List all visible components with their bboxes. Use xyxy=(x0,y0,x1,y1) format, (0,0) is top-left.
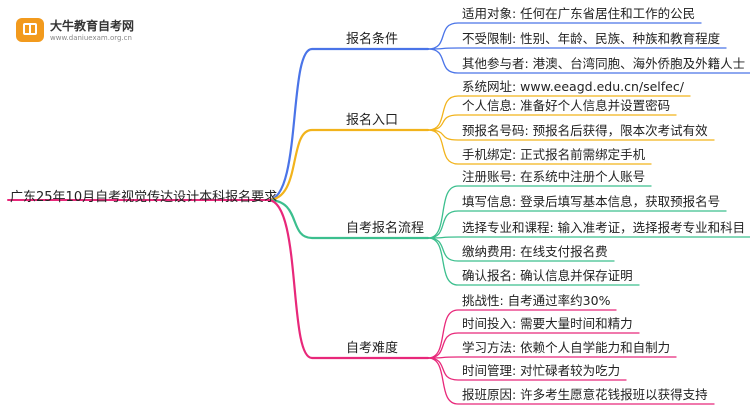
branch-exam-difficulty: 自考难度 xyxy=(346,341,399,356)
leaf-study-method: 学习方法: 依赖个人自学能力和自制力 xyxy=(462,340,671,355)
leaf-phone-binding: 手机绑定: 正式报名前需绑定手机 xyxy=(462,147,646,162)
book-icon xyxy=(16,18,44,42)
leaf-time-investment: 时间投入: 需要大量时间和精力 xyxy=(462,316,633,331)
leaf-connector-3-3 xyxy=(427,357,627,381)
root-topic: 广东25年10月自考视觉传达设计本科报名要求 xyxy=(10,190,278,205)
leaf-class-reason: 报班原因: 许多考生愿意花钱报班以获得支持 xyxy=(462,387,708,402)
leaf-eligible-applicants: 适用对象: 任何在广东省居住和工作的公民 xyxy=(462,6,696,21)
leaf-connector-2-4 xyxy=(427,237,640,286)
leaf-pre-registration-number: 预报名号码: 预报名后获得，限本次考试有效 xyxy=(462,123,708,138)
logo-url: www.daniuexam.org.cn xyxy=(50,34,132,42)
branch-registration-conditions: 报名条件 xyxy=(346,32,399,47)
branch-registration-process: 自考报名流程 xyxy=(346,221,425,236)
leaf-pay-fee: 缴纳费用: 在线支付报名费 xyxy=(462,244,608,259)
leaf-confirm-registration: 确认报名: 确认信息并保存证明 xyxy=(462,268,633,283)
leaf-no-restrictions: 不受限制: 性别、年龄、民族、种族和教育程度 xyxy=(462,31,721,46)
branch-connector-1 xyxy=(266,128,430,202)
leaf-register-account: 注册账号: 在系统中注册个人账号 xyxy=(462,169,646,184)
leaf-system-url: 系统网址: www.eeagd.edu.cn/selfec/ xyxy=(462,79,684,94)
leaf-connector-3-1 xyxy=(427,332,640,359)
logo-name: 大牛教育自考网 xyxy=(50,19,135,33)
leaf-connector-0-1 xyxy=(427,47,727,50)
branch-connector-3 xyxy=(266,198,430,360)
leaf-connector-2-0 xyxy=(427,185,652,239)
branch-connector-2 xyxy=(266,198,430,240)
leaf-connector-0-0 xyxy=(427,22,702,50)
leaf-connector-3-4 xyxy=(427,357,715,405)
leaf-connector-3-0 xyxy=(427,309,617,359)
leaf-connector-2-2 xyxy=(427,236,750,239)
leaf-connector-1-1 xyxy=(427,114,677,131)
leaf-connector-3-2 xyxy=(427,356,677,359)
leaf-fill-info: 填写信息: 登录后填写基本信息，获取预报名号 xyxy=(462,194,721,209)
leaf-other-participants: 其他参与者: 港澳、台湾同胞、海外侨胞及外籍人士 xyxy=(462,56,746,71)
leaf-personal-info: 个人信息: 准备好个人信息并设置密码 xyxy=(462,98,671,113)
leaf-challenge: 挑战性: 自考通过率约30% xyxy=(462,293,611,308)
site-logo: 大牛教育自考网 www.daniuexam.org.cn xyxy=(16,14,156,48)
leaf-connector-1-3 xyxy=(427,129,652,165)
branch-connector-0 xyxy=(266,47,430,202)
leaf-connector-0-2 xyxy=(427,48,750,74)
leaf-connector-2-1 xyxy=(427,210,727,239)
leaf-connector-2-3 xyxy=(427,237,615,262)
leaf-time-management: 时间管理: 对忙碌者较为吃力 xyxy=(462,363,621,378)
branch-registration-portal: 报名入口 xyxy=(346,113,399,128)
leaf-select-major: 选择专业和课程: 输入准考证，选择报考专业和科目 xyxy=(462,220,746,235)
